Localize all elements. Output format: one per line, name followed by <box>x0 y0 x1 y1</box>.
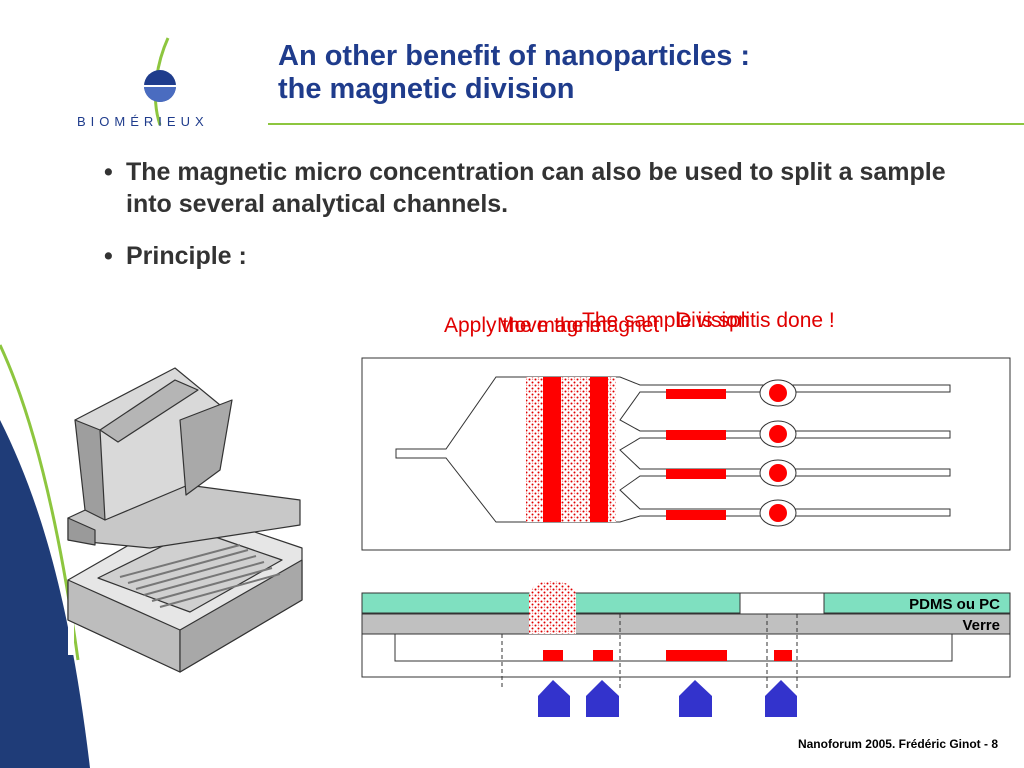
magnet-band-2 <box>590 377 608 522</box>
chip-3d-drawing <box>67 367 303 673</box>
detection-chamber-3 <box>769 464 787 482</box>
cross-section-view: PDMS ou PC Verre <box>361 581 1011 717</box>
detection-chamber-4 <box>769 504 787 522</box>
bullet-text: Principle : <box>126 242 247 270</box>
layer-label-pdms: PDMS ou PC <box>909 596 1000 613</box>
title-line-2: the magnetic division <box>278 73 575 105</box>
pdms-layer-right <box>823 592 1011 614</box>
left-navy-swoosh <box>0 420 90 768</box>
bullet-marker: • <box>104 158 113 186</box>
anim-label-apply-magnet: Apply the magnet <box>444 314 608 337</box>
detection-chamber-1 <box>769 384 787 402</box>
bullet-item-2: • Principle : <box>104 240 984 272</box>
detection-chamber-2 <box>769 425 787 443</box>
logo-wordmark: BIOMÉRIEUX <box>77 114 209 129</box>
anim-label-division-done: Division is done ! <box>676 309 835 332</box>
biomerieux-logo <box>144 37 176 126</box>
magnet-1 <box>538 680 570 717</box>
anim-label-move-magnet: Move the magnet <box>497 314 660 337</box>
title-line-1: An other benefit of nanoparticles : <box>278 40 751 72</box>
bullet-marker: • <box>104 242 113 270</box>
channel-top-view <box>361 357 1011 551</box>
magnet-3 <box>679 680 712 717</box>
bullet-item-1: • The magnetic micro concentration can a… <box>104 156 984 220</box>
bullet-text: The magnetic micro concentration can als… <box>126 158 946 218</box>
magnet-band-1 <box>543 377 561 522</box>
footer-credit: Nanoforum 2005. Frédéric Ginot - 8 <box>797 737 998 751</box>
anim-label-sample-split: The sample is split <box>582 309 756 332</box>
sample-drop <box>529 581 576 634</box>
layer-label-verre: Verre <box>962 617 1000 634</box>
magnet-4 <box>765 680 797 717</box>
glass-layer <box>361 613 1011 635</box>
slide-title: An other benefit of nanoparticles : the … <box>278 40 750 106</box>
magnet-2 <box>586 680 619 717</box>
bullet-list: • The magnetic micro concentration can a… <box>104 156 984 292</box>
